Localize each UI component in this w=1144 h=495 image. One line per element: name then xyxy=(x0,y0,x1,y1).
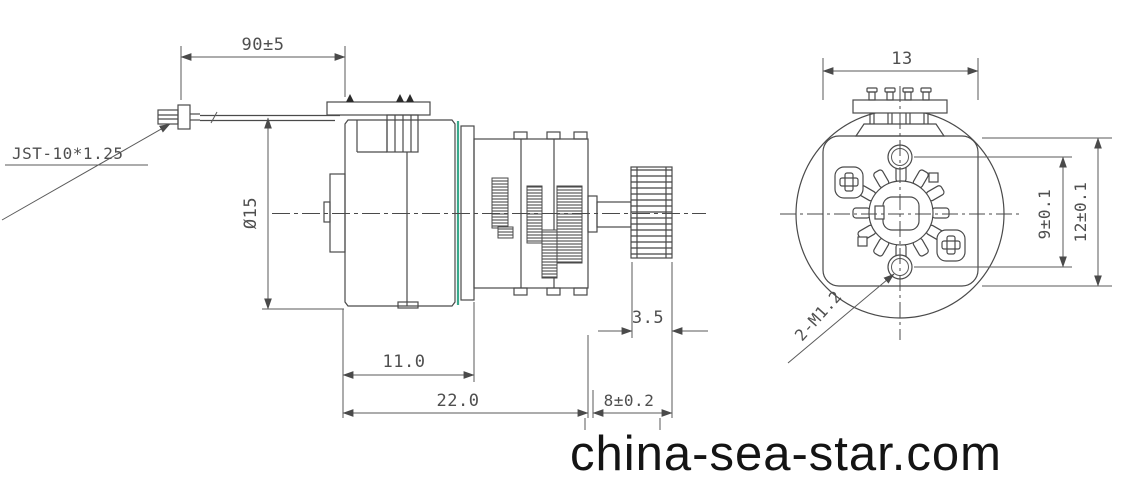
dim-label-height: 12±0.1 xyxy=(1071,182,1090,243)
label-jst-connector: JST-10*1.25 xyxy=(12,144,123,163)
jst-connector xyxy=(157,104,200,130)
dim-height: 12±0.1 xyxy=(982,137,1112,287)
dim-label-width: 13 xyxy=(891,49,912,69)
dim-label-diameter: Ø15 xyxy=(241,197,261,229)
output-pinion-gear xyxy=(630,166,673,259)
dim-wire-length: 90±5 xyxy=(180,35,346,100)
dim-shaft-length: 8±0.2 xyxy=(592,390,673,418)
dim-pinion-width: 3.5 xyxy=(598,262,708,418)
dim-motor-length: 11.0 xyxy=(342,302,475,418)
phillips-screw xyxy=(936,229,966,262)
dim-width: 13 xyxy=(822,49,979,100)
lead-wire xyxy=(200,111,340,124)
dim-label-pinion-width: 3.5 xyxy=(632,308,664,328)
front-shaft-stub xyxy=(323,201,331,223)
motor-terminal-block xyxy=(326,94,431,153)
terminal-pin-icon xyxy=(406,94,414,102)
terminal-pin-icon xyxy=(346,94,354,102)
output-shaft xyxy=(587,166,673,259)
watermark-text: china-sea-star.com xyxy=(570,427,1002,481)
jst-leader: JST-10*1.25 xyxy=(1,123,171,221)
dim-label-hole-spacing: 9±0.1 xyxy=(1035,189,1054,240)
dim-label-body-length: 22.0 xyxy=(437,391,480,411)
side-view: 90±5 JST-10*1.25 xyxy=(1,35,708,418)
terminal-pin-icon xyxy=(396,94,404,102)
front-view: 13 xyxy=(780,49,1112,364)
dim-label-motor-length: 11.0 xyxy=(383,352,426,372)
watermark: china-sea-star.com xyxy=(570,418,1002,481)
dim-diameter: Ø15 xyxy=(241,117,344,310)
dim-hole-spacing: 9±0.1 xyxy=(914,156,1072,268)
mount-holes-leader: 2-M1.2 xyxy=(787,273,895,364)
dim-label-wire-length: 90±5 xyxy=(242,35,285,55)
label-mount-holes: 2-M1.2 xyxy=(791,287,846,345)
dim-body-length: 22.0 xyxy=(342,335,589,418)
phillips-screw xyxy=(834,166,864,199)
dim-label-shaft-length: 8±0.2 xyxy=(604,391,655,410)
planet-gears xyxy=(491,177,583,279)
